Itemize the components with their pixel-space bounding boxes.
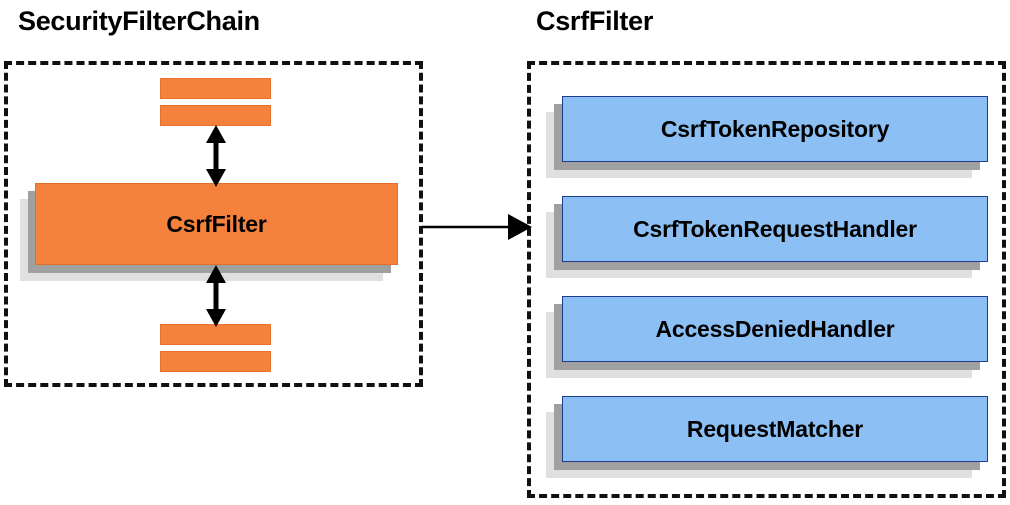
- filter-stub-bottom-1: [160, 324, 271, 345]
- right-panel-title: CsrfFilter: [536, 6, 654, 36]
- csrffilter-collaborators-panel: [527, 61, 1006, 498]
- collaborator-label: AccessDeniedHandler: [655, 315, 895, 342]
- collaborator-box-accessdeniedhandler[interactable]: AccessDeniedHandler: [562, 296, 988, 362]
- double-arrow-below-csrffilter: [206, 265, 226, 327]
- filter-stub-top-2: [160, 105, 271, 126]
- collaborator-box-csrftokenrequesthandler[interactable]: CsrfTokenRequestHandler: [562, 196, 988, 262]
- collaborator-label: CsrfTokenRepository: [660, 115, 890, 142]
- csrffilter-expands-to-arrow: [422, 214, 532, 240]
- collaborator-label: CsrfTokenRequestHandler: [633, 215, 917, 242]
- collaborator-box-requestmatcher[interactable]: RequestMatcher: [562, 396, 988, 462]
- csrffilter-box[interactable]: CsrfFilter: [35, 183, 398, 265]
- filter-stub-bottom-2: [160, 351, 271, 372]
- double-arrow-above-csrffilter: [206, 125, 226, 187]
- collaborator-box-csrftokenrepository[interactable]: CsrfTokenRepository: [562, 96, 988, 162]
- security-filter-chain-panel: [4, 61, 423, 387]
- filter-stub-top-1: [160, 78, 271, 99]
- csrffilter-box-label: CsrfFilter: [166, 210, 267, 237]
- collaborator-label: RequestMatcher: [686, 415, 864, 442]
- left-panel-title: SecurityFilterChain: [18, 6, 260, 36]
